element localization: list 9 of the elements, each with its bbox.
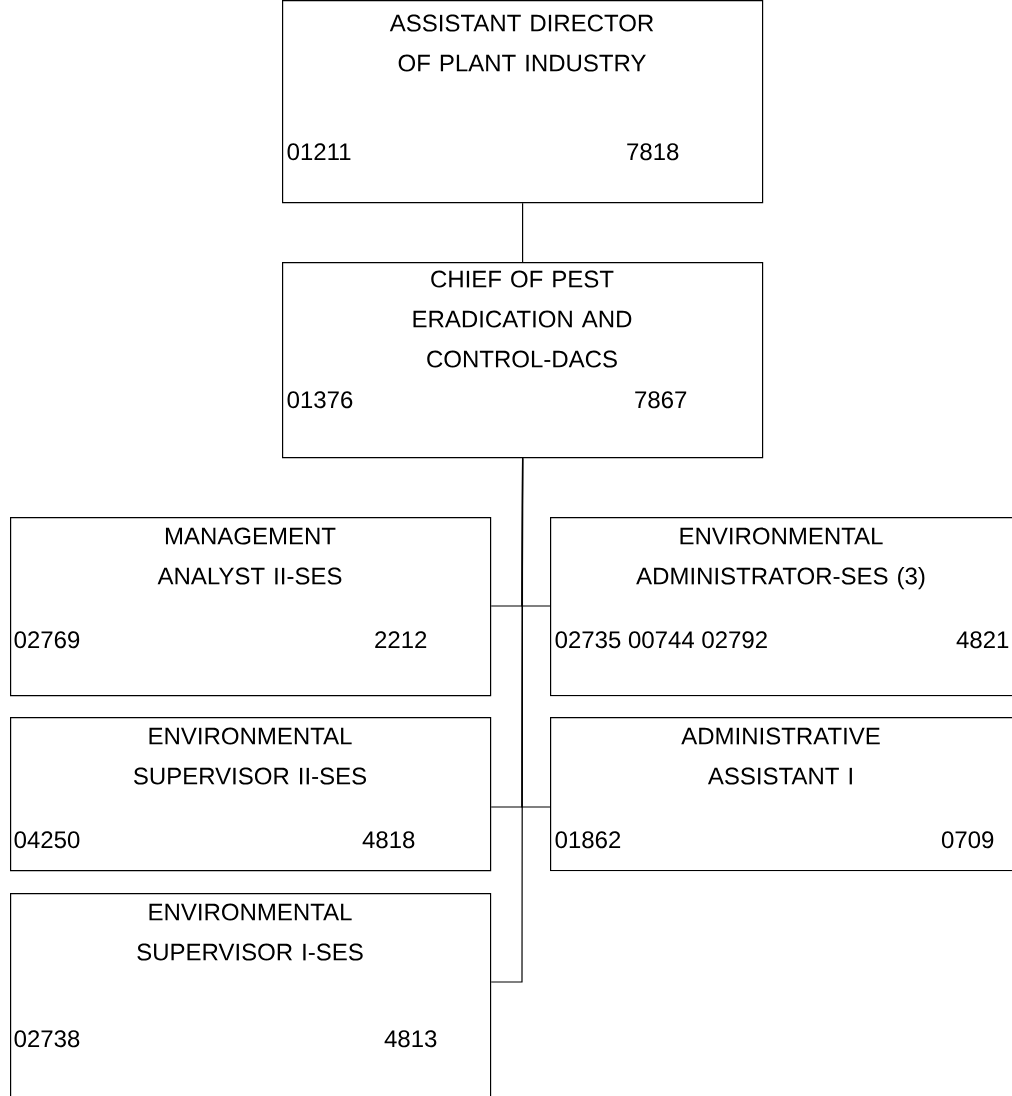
position-box: ASSISTANT DIRECTOR OF PLANT INDUSTRY 01211 7818 bbox=[282, 0, 764, 204]
position-box: ENVIRONMENTAL ADMINISTRATOR-SES (3) 02735 00744 02792 4821 bbox=[550, 517, 1012, 697]
position-box: ENVIRONMENTAL SUPERVISOR II-SES 04250 4818 bbox=[10, 717, 492, 872]
position-box: CHIEF OF PEST ERADICATION AND CONTROL-DACS 01376 7867 bbox=[282, 262, 764, 459]
position-box: ADMINISTRATIVE ASSISTANT I 01862 0709 bbox=[550, 717, 1012, 872]
connector-line bbox=[522, 202, 524, 263]
position-box: ENVIRONMENTAL SUPERVISOR I-SES 02738 4813 bbox=[10, 893, 492, 1096]
connector-line bbox=[490, 457, 524, 983]
position-box: MANAGEMENT ANALYST II-SES 02769 2212 bbox=[10, 517, 492, 697]
